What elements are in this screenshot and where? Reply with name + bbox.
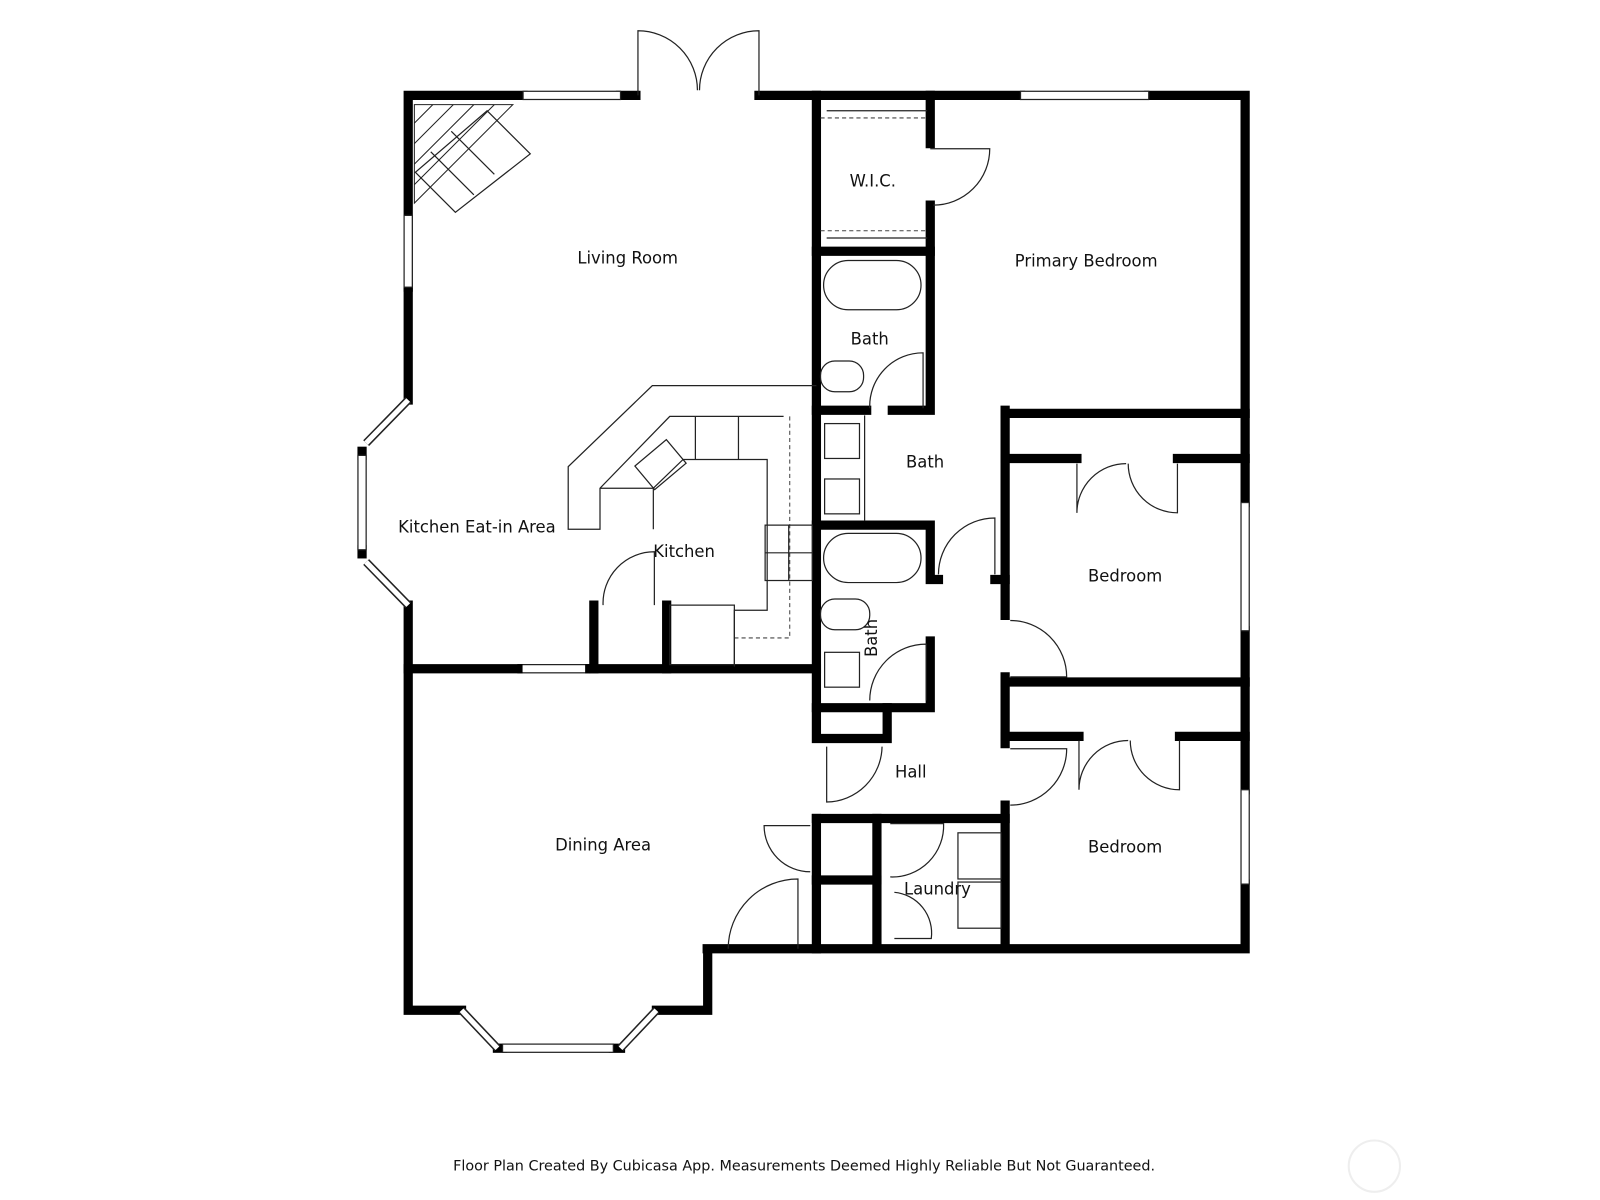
room-label-bath-1: Bath [851,330,889,349]
room-label-primary-bedroom: Primary Bedroom [1015,252,1158,271]
room-label-laundry: Laundry [904,879,971,898]
sink-icon [823,651,861,688]
room-label-bedroom-1: Bedroom [1088,567,1162,586]
sink-icon [823,478,861,515]
room-label-bedroom-2: Bedroom [1088,837,1162,856]
footer-disclaimer: Floor Plan Created By Cubicasa App. Meas… [453,1158,1155,1174]
bathtub-icon [822,259,922,311]
room-label-kitchen-eat-in: Kitchen Eat-in Area [398,517,556,536]
washer-icon [957,832,1002,880]
dryer-icon [957,881,1002,929]
doors [602,30,1181,949]
room-label-wic: W.I.C. [850,172,896,191]
room-label-hall: Hall [895,762,927,781]
exterior-walls [357,90,1250,1053]
bathtub-icon [822,532,922,584]
sink-icon [823,422,861,460]
toilet-icon [819,360,865,393]
room-labels: Living Room W.I.C. Primary Bedroom Bath … [398,172,1162,899]
room-label-dining-area: Dining Area [555,835,651,854]
windows [357,90,1250,1053]
fixtures [413,104,1002,929]
sink-icon [634,438,687,491]
room-label-bath-2: Bath [906,453,944,472]
room-label-living-room: Living Room [577,249,678,268]
kitchen-counter [567,385,817,667]
toilet-icon [819,598,871,631]
watermark-logo-icon [1347,1139,1402,1193]
interior-walls [403,90,1250,954]
room-label-kitchen: Kitchen [653,542,715,561]
fireplace-icon [413,104,532,214]
room-label-bath-3: Bath [862,619,881,657]
